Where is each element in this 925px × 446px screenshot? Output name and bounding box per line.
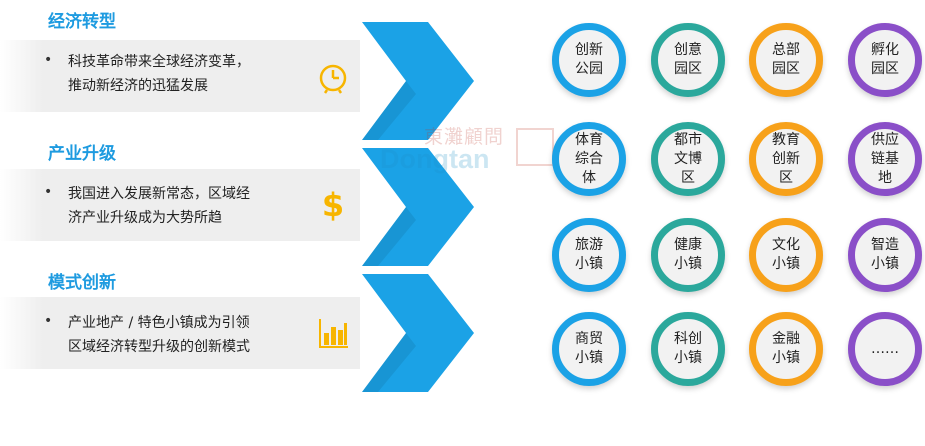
bullet-text-2: 我国进入发展新常态，区域经 济产业升级成为大势所趋 xyxy=(68,182,298,230)
category-circle-label: 创新 公园 xyxy=(575,42,603,77)
chevron-arrow-3 xyxy=(362,274,474,392)
bullet-text-2-line2: 济产业升级成为大势所趋 xyxy=(68,210,222,226)
category-circle: 都市 文博 区 xyxy=(651,122,725,196)
text-band-3 xyxy=(0,297,360,369)
category-circle-label: 金融 小镇 xyxy=(772,331,800,366)
svg-text:$: $ xyxy=(322,187,344,221)
category-circle-label: …… xyxy=(871,340,899,357)
bullet-text-1: 科技革命带来全球经济变革， 推动新经济的迅猛发展 xyxy=(68,50,298,98)
bullet-marker: • xyxy=(44,52,53,68)
section-title-economic-transformation: 经济转型 xyxy=(48,12,116,32)
category-circle-label: 旅游 小镇 xyxy=(575,237,603,272)
category-circle: 金融 小镇 xyxy=(749,312,823,386)
category-circle-label: 商贸 小镇 xyxy=(575,331,603,366)
chevron-arrow-2 xyxy=(362,148,474,266)
category-circle-label: 文化 小镇 xyxy=(772,237,800,272)
bullet-text-3: 产业地产 / 特色小镇成为引领 区域经济转型升级的创新模式 xyxy=(68,311,298,359)
bullet-marker: • xyxy=(44,313,53,329)
category-circle-label: 供应 链基 地 xyxy=(871,131,899,186)
bullet-text-2-line1: 我国进入发展新常态，区域经 xyxy=(68,186,250,202)
clock-icon xyxy=(319,64,347,94)
category-circle: 商贸 小镇 xyxy=(552,312,626,386)
bullet-text-3-line1: 产业地产 / 特色小镇成为引领 xyxy=(68,315,250,331)
category-circle-label: 科创 小镇 xyxy=(674,331,702,366)
section-title-model-innovation: 模式创新 xyxy=(48,273,116,293)
bar-chart-icon xyxy=(319,319,348,348)
section-title-industrial-upgrade: 产业升级 xyxy=(48,144,116,164)
category-circle: 总部 园区 xyxy=(749,23,823,97)
category-circle: 健康 小镇 xyxy=(651,218,725,292)
bullet-marker: • xyxy=(44,184,53,200)
chevron-arrow-1 xyxy=(362,22,474,140)
category-circle-label: 总部 园区 xyxy=(772,42,800,77)
category-circle: 文化 小镇 xyxy=(749,218,823,292)
category-circle: 旅游 小镇 xyxy=(552,218,626,292)
watermark-seal xyxy=(516,128,554,166)
category-circle: 供应 链基 地 xyxy=(848,122,922,196)
category-circle-label: 都市 文博 区 xyxy=(674,131,702,186)
category-circle: 创新 公园 xyxy=(552,23,626,97)
category-circle-label: 创意 园区 xyxy=(674,42,702,77)
category-circle: 教育 创新 区 xyxy=(749,122,823,196)
category-circle-label: 孵化 园区 xyxy=(871,42,899,77)
category-circle-label: 体育 综合 体 xyxy=(575,131,603,186)
text-band-2 xyxy=(0,169,360,241)
category-circle: …… xyxy=(848,312,922,386)
dollar-icon: $ xyxy=(322,187,344,221)
category-circle: 智造 小镇 xyxy=(848,218,922,292)
category-circle: 科创 小镇 xyxy=(651,312,725,386)
category-circle: 孵化 园区 xyxy=(848,23,922,97)
bullet-text-3-line2: 区域经济转型升级的创新模式 xyxy=(68,339,250,355)
category-circle: 创意 园区 xyxy=(651,23,725,97)
category-circle: 体育 综合 体 xyxy=(552,122,626,196)
category-circle-label: 教育 创新 区 xyxy=(772,131,800,186)
bullet-text-1-line2: 推动新经济的迅猛发展 xyxy=(68,78,208,94)
category-circle-label: 健康 小镇 xyxy=(674,237,702,272)
bullet-text-1-line1: 科技革命带来全球经济变革， xyxy=(68,54,250,70)
text-band-1 xyxy=(0,40,360,112)
category-circle-label: 智造 小镇 xyxy=(871,237,899,272)
